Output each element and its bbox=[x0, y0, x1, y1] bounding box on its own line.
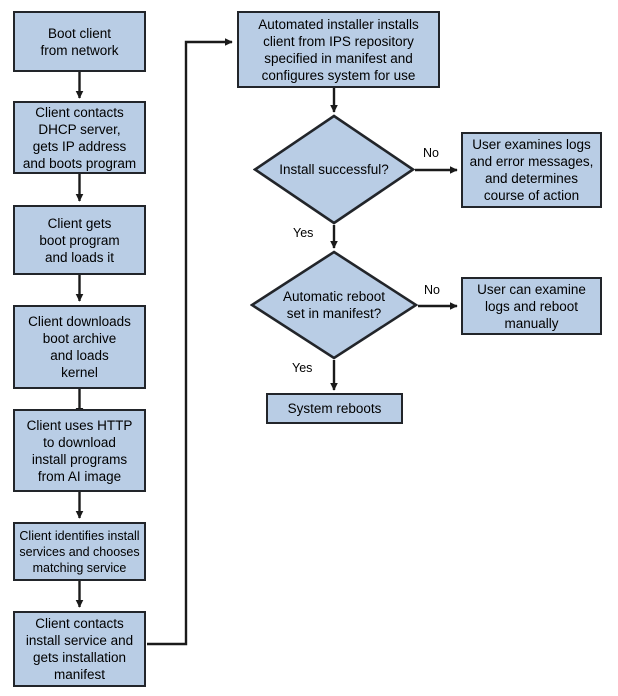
node-boot-archive[interactable]: Client downloads boot archive and loads … bbox=[13, 305, 146, 389]
node-install-successful[interactable]: Install successful? bbox=[253, 114, 415, 225]
edge-label-reboot-yes: Yes bbox=[292, 361, 312, 375]
node-manual-reboot[interactable]: User can examine logs and reboot manuall… bbox=[461, 277, 602, 335]
diamond-shape bbox=[253, 114, 415, 225]
node-label: Client identifies install services and c… bbox=[19, 528, 140, 575]
edge-label-install-yes: Yes bbox=[293, 226, 313, 240]
node-http-download[interactable]: Client uses HTTP to download install pro… bbox=[13, 409, 146, 492]
node-label: Client gets boot program and loads it bbox=[39, 215, 120, 265]
node-boot-program[interactable]: Client gets boot program and loads it bbox=[13, 205, 146, 275]
edge-label-install-no: No bbox=[423, 146, 439, 160]
node-label: System reboots bbox=[287, 401, 382, 416]
edge-label-text: No bbox=[423, 146, 439, 160]
node-label: User can examine logs and reboot manuall… bbox=[477, 281, 586, 331]
node-automated-installer[interactable]: Automated installer installs client from… bbox=[237, 11, 440, 88]
node-label: Client downloads boot archive and loads … bbox=[28, 314, 131, 380]
node-label: Client uses HTTP to download install pro… bbox=[26, 417, 133, 484]
node-automatic-reboot[interactable]: Automatic reboot set in manifest? bbox=[250, 250, 418, 360]
node-label: Boot client from network bbox=[40, 25, 119, 58]
diamond-shape bbox=[250, 250, 418, 360]
node-label: Client contacts DHCP server, gets IP add… bbox=[22, 104, 137, 171]
node-examine-logs[interactable]: User examines logs and error messages, a… bbox=[461, 132, 602, 208]
edge-label-reboot-no: No bbox=[424, 283, 440, 297]
node-label: User examines logs and error messages, a… bbox=[469, 137, 594, 203]
edge-manifest-to-installer bbox=[147, 38, 233, 646]
edge-label-text: Yes bbox=[292, 361, 313, 375]
node-label: Client contacts install service and gets… bbox=[25, 616, 134, 682]
node-label: Automated installer installs client from… bbox=[258, 16, 419, 83]
node-identify-services[interactable]: Client identifies install services and c… bbox=[13, 522, 146, 581]
node-get-manifest[interactable]: Client contacts install service and gets… bbox=[13, 611, 146, 687]
edge-label-text: Yes bbox=[293, 226, 314, 240]
edge-label-text: No bbox=[424, 283, 440, 297]
node-system-reboots[interactable]: System reboots bbox=[266, 393, 403, 424]
node-boot-client[interactable]: Boot client from network bbox=[13, 11, 146, 72]
node-dhcp-contact[interactable]: Client contacts DHCP server, gets IP add… bbox=[13, 101, 146, 174]
